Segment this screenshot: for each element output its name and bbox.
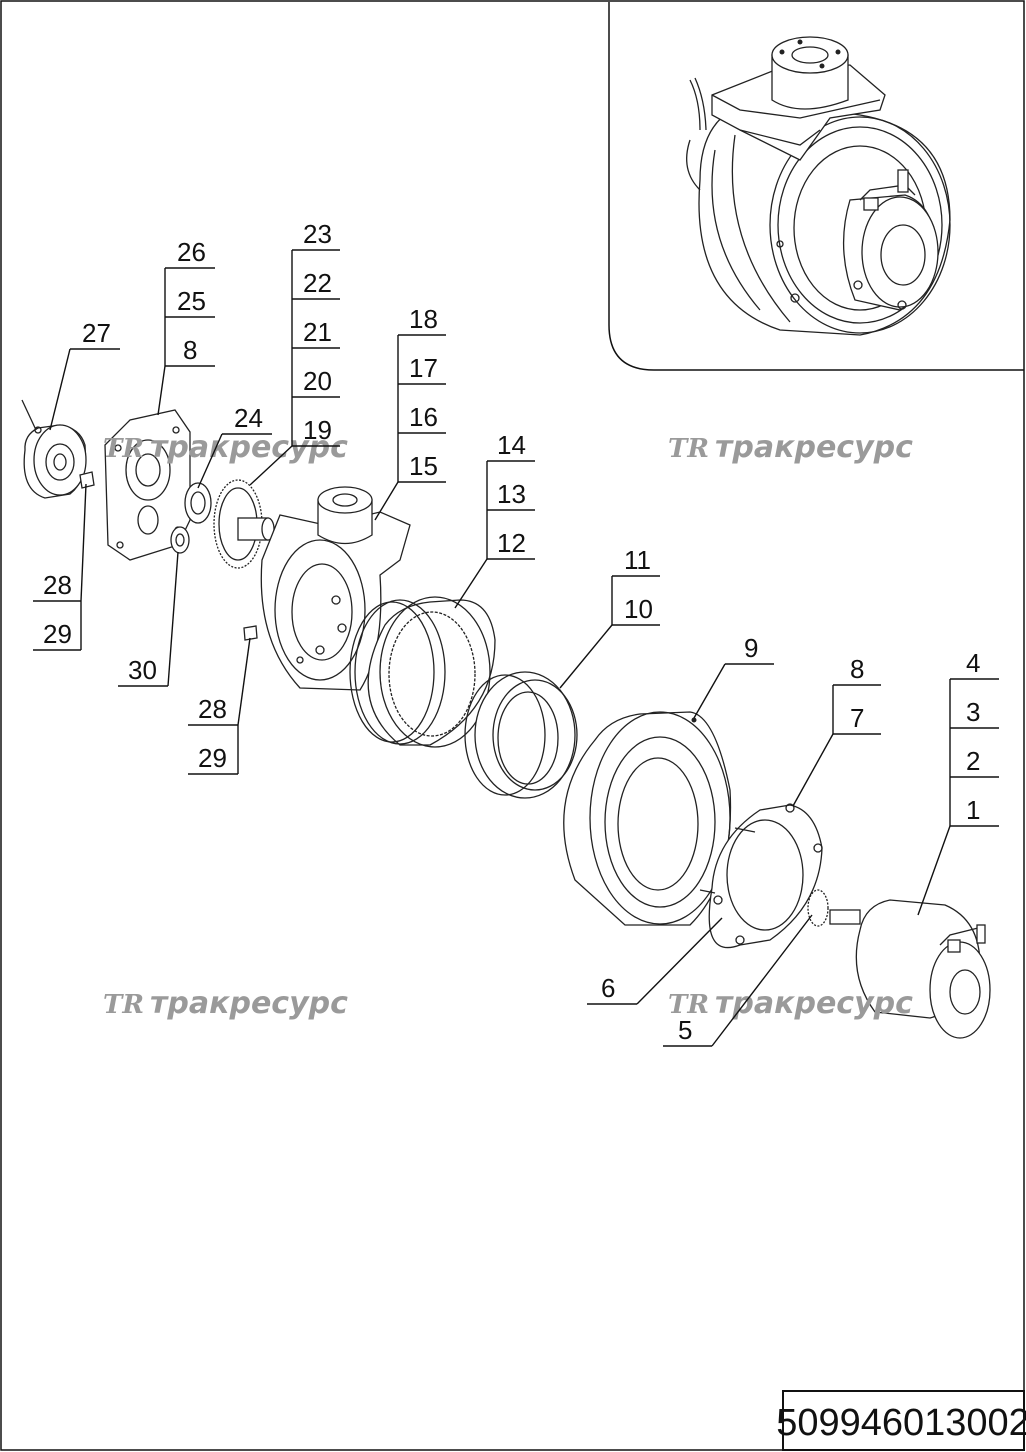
callout-4: 4 [966, 648, 980, 678]
watermark-2: TR тракресурс [668, 430, 913, 465]
watermark-1: TR тракресурс [103, 430, 348, 465]
part-12-14-ring-gear [349, 596, 496, 748]
watermark-logo: TR [103, 990, 144, 1020]
part-9-tyre [563, 711, 732, 926]
callout-22: 22 [303, 268, 332, 298]
callout-11: 11 [624, 545, 651, 575]
callout-15: 15 [409, 451, 438, 481]
callout-group-24: 24 [197, 403, 272, 489]
callout-group-30: 30 [118, 551, 179, 687]
part-27-brake-cover [21, 399, 87, 499]
callout-group-4-1: 4 3 2 1 [917, 648, 999, 916]
callout-group-28-29-center: 28 29 [188, 637, 251, 775]
callout-group-5: 5 [663, 914, 813, 1047]
callout-10: 10 [624, 594, 653, 624]
callout-30: 30 [128, 655, 157, 685]
callout-17: 17 [409, 353, 438, 383]
document-number: 509946013002 [776, 1402, 1026, 1444]
watermark-logo: TR [668, 990, 709, 1020]
callout-21: 21 [303, 317, 332, 347]
callout-16: 16 [409, 402, 438, 432]
part-1-4-traction-motor [829, 899, 991, 1039]
document-number-box: 509946013002 [776, 1390, 1026, 1451]
inset-view-frame [608, 2, 1024, 371]
callout-group-18-15: 18 17 16 15 [374, 304, 446, 521]
callout-group-9: 9 [693, 633, 774, 719]
callout-6: 6 [601, 973, 615, 1003]
callout-18: 18 [409, 304, 438, 334]
callout-group-11-10: 11 10 [559, 545, 660, 689]
watermark-3: TR тракресурс [103, 986, 348, 1021]
part-6-8-flange-plate [699, 803, 823, 949]
callout-29: 29 [43, 619, 72, 649]
part-10-11-bearing [464, 671, 578, 799]
watermark-logo: TR [668, 434, 709, 464]
callout-23: 23 [303, 219, 332, 249]
callout-13: 13 [497, 479, 526, 509]
callout-26: 26 [177, 237, 206, 267]
watermark-4: TR тракресурс [668, 986, 913, 1021]
watermark-text: тракресурс [150, 430, 348, 465]
callout-8: 8 [183, 335, 197, 365]
callout-14: 14 [497, 430, 526, 460]
callout-25: 25 [177, 286, 206, 316]
callout-20: 20 [303, 366, 332, 396]
callout-group-28-29-left: 28 29 [33, 483, 87, 651]
callout-group-27: 27 [49, 318, 120, 431]
callout-2: 2 [966, 746, 980, 776]
part-30-seal-ring [170, 526, 190, 554]
callout-12: 12 [497, 528, 526, 558]
part-26-housing-cover [104, 409, 191, 561]
part-28-29-bolt-center [243, 625, 258, 641]
part-15-18-carrier-housing [260, 486, 411, 691]
callout-24: 24 [234, 403, 263, 433]
callout-group-14-12: 14 13 12 [454, 430, 535, 609]
watermark-text: тракресурс [715, 986, 913, 1021]
callout-group-23-19: 23 22 21 20 19 [249, 219, 340, 486]
part-19-23-gear-shaft [213, 479, 275, 569]
part-28-29-bolt-left [79, 471, 95, 489]
callout-28: 28 [43, 570, 72, 600]
callout-3: 3 [966, 697, 980, 727]
callout-1: 1 [966, 795, 980, 825]
part-24-bearing [184, 482, 212, 524]
callout-29: 29 [198, 743, 227, 773]
watermark-text: тракресурс [150, 986, 348, 1021]
callout-8: 8 [850, 654, 864, 684]
assembled-wheel-drive-illustration [686, 36, 951, 336]
callout-7: 7 [850, 703, 864, 733]
callout-27: 27 [82, 318, 111, 348]
callout-5: 5 [678, 1015, 692, 1045]
callout-28: 28 [198, 694, 227, 724]
callout-group-8-7: 8 7 [792, 654, 881, 807]
callout-9: 9 [744, 633, 758, 663]
watermark-logo: TR [103, 434, 144, 464]
callout-group-26-25-8: 26 25 8 [157, 237, 215, 416]
part-5-pinion [807, 889, 829, 927]
watermark-text: тракресурс [715, 430, 913, 465]
callout-19: 19 [303, 415, 332, 445]
callout-group-6: 6 [587, 917, 723, 1005]
